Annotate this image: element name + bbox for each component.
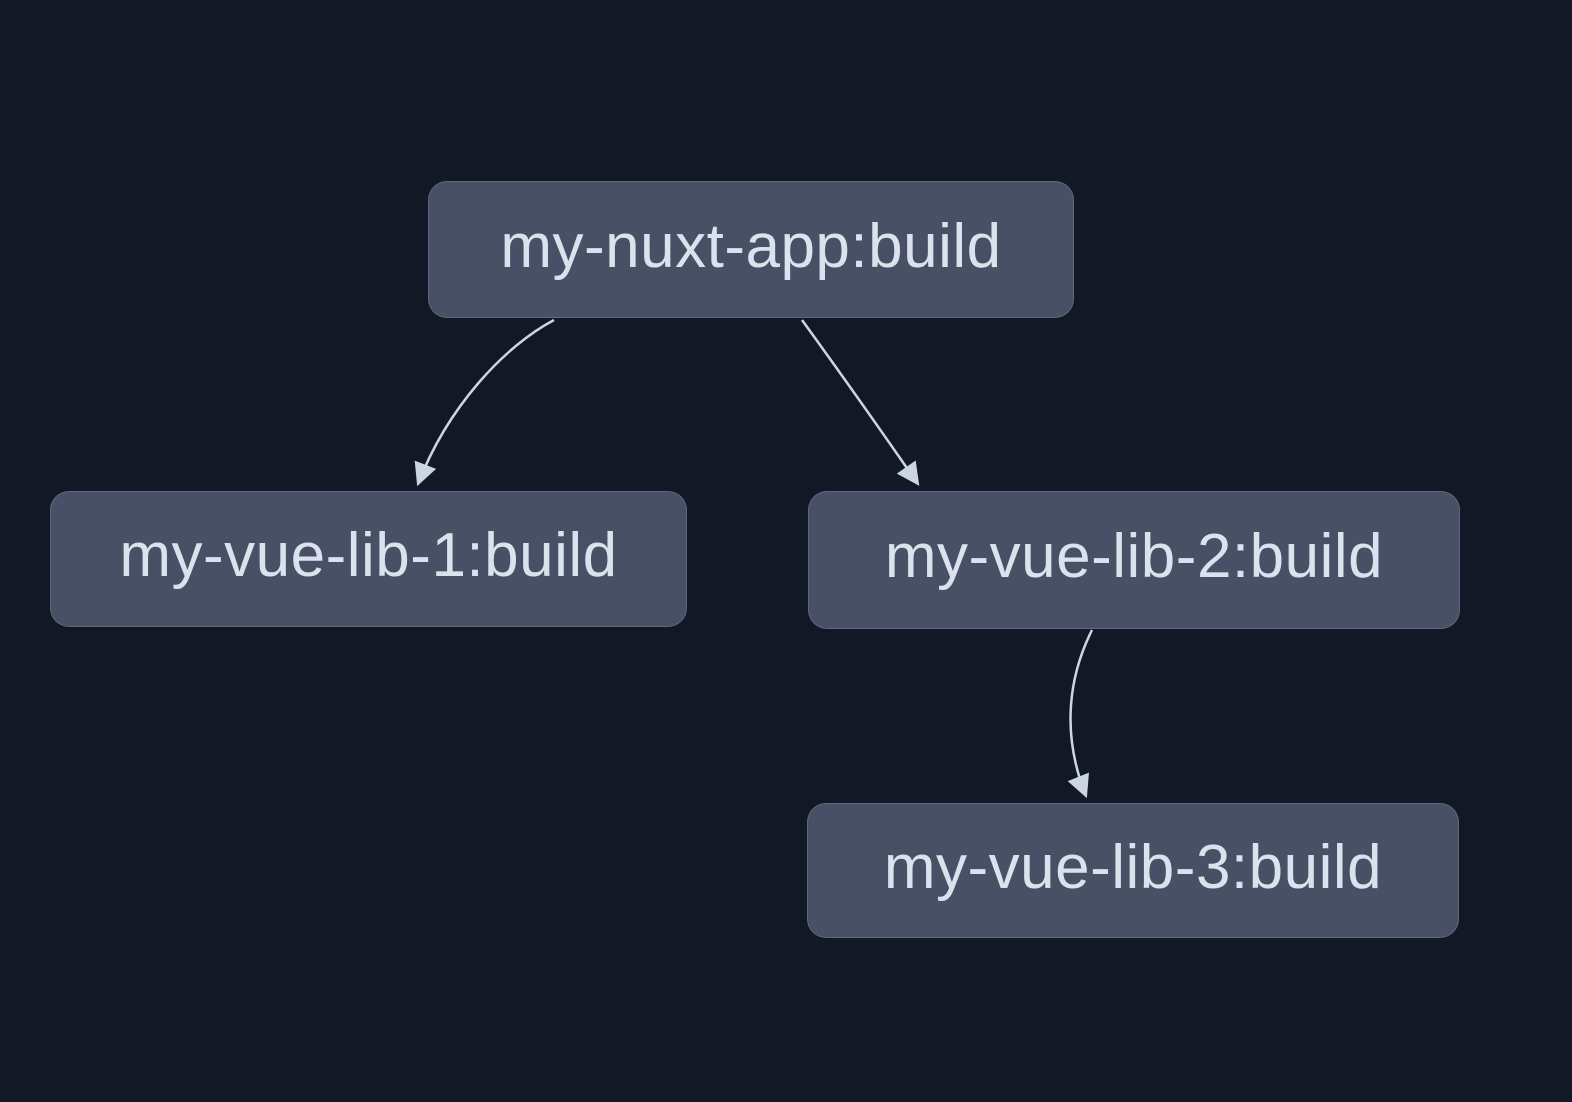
edge-my-nuxt-app-build-to-my-vue-lib-2-build bbox=[800, 319, 920, 486]
task-node-my-vue-lib-2-build[interactable]: my-vue-lib-2:build bbox=[808, 491, 1460, 629]
task-node-my-vue-lib-3-build[interactable]: my-vue-lib-3:build bbox=[807, 803, 1459, 938]
task-node-label: my-nuxt-app:build bbox=[500, 211, 1002, 281]
task-node-label: my-vue-lib-1:build bbox=[119, 521, 618, 590]
task-node-my-vue-lib-1-build[interactable]: my-vue-lib-1:build bbox=[50, 491, 687, 627]
edge-my-nuxt-app-build-to-my-vue-lib-1-build bbox=[414, 318, 555, 487]
task-node-label: my-vue-lib-3:build bbox=[883, 832, 1383, 902]
edge-my-vue-lib-2-build-to-my-vue-lib-3-build bbox=[1067, 629, 1094, 799]
task-node-my-nuxt-app-build[interactable]: my-nuxt-app:build bbox=[428, 181, 1074, 318]
task-node-label: my-vue-lib-2:build bbox=[884, 522, 1384, 591]
